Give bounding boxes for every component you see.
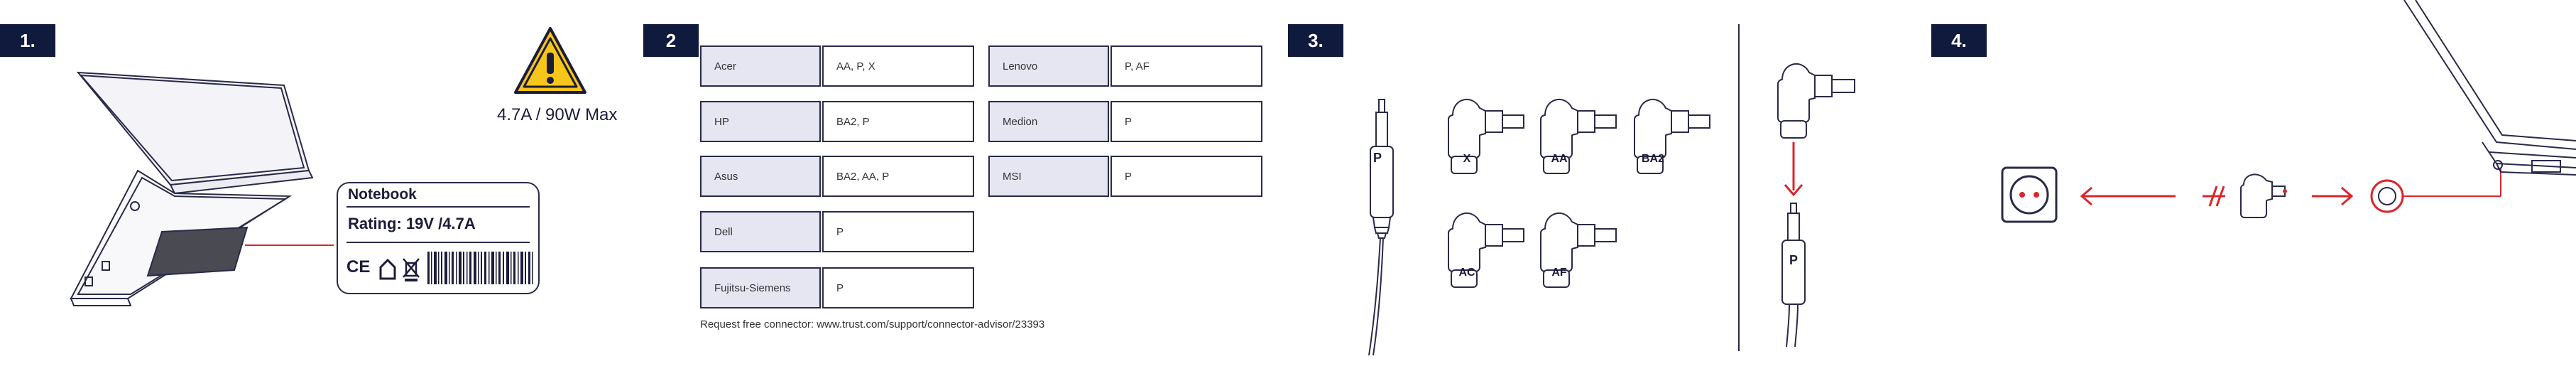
compliance-icons [378, 254, 427, 283]
warning-text: 4.7A / 90W Max [497, 105, 617, 125]
label-title: Notebook [348, 186, 417, 203]
barcode-icon [427, 252, 534, 284]
brands_left-brand-cell: Dell [700, 211, 821, 252]
brands_left-brand-cell: Acer [700, 45, 821, 87]
tip-label-ba2: BA2 [1642, 153, 1664, 166]
tip-label-ac: AC [1458, 267, 1475, 279]
ce-mark: CE [346, 257, 370, 277]
warning-icon [511, 26, 589, 97]
brands_left-tips-cell: P [822, 211, 974, 252]
step-badge-2: 2 [643, 24, 699, 57]
brands_left-brand-cell: Fujitsu-Siemens [700, 267, 821, 308]
attach-tip-label: P [1789, 253, 1798, 268]
brands_right-brand-cell: Lenovo [988, 45, 1109, 87]
cable-tip-label: P [1373, 151, 1382, 166]
connection-diagram [1999, 0, 2576, 376]
tip-label-af: AF [1551, 267, 1566, 279]
brands_left-tips-cell: P [822, 267, 974, 308]
step-badge-1: 1. [0, 24, 55, 57]
brands_left-brand-cell: Asus [700, 156, 821, 197]
brands_left-tips-cell: AA, P, X [822, 45, 974, 87]
rating-label-card: Notebook Rating: 19V /4.7A CE [337, 182, 540, 294]
connector-tip-set [1448, 94, 1747, 293]
brands_left-brand-cell: HP [700, 101, 821, 142]
brands_left-tips-cell: BA2, P [822, 101, 974, 142]
brands_right-tips-cell: P [1110, 156, 1262, 197]
tip-label-aa: AA [1551, 153, 1567, 166]
cable-with-p-tip [1349, 85, 1406, 355]
tip-label-x: X [1463, 153, 1471, 166]
brands_left-tips-cell: BA2, AA, P [822, 156, 974, 197]
brands_right-brand-cell: Medion [988, 101, 1109, 142]
label-rating: Rating: 19V /4.7A [348, 215, 476, 233]
panel-divider [1738, 24, 1740, 351]
step-badge-4: 4. [1931, 24, 1987, 57]
step-badge-3: 3. [1288, 24, 1343, 57]
brands_right-tips-cell: P [1110, 101, 1262, 142]
attach-tip-diagram [1768, 48, 1896, 347]
request-connector-text: Request free connector: www.trust.com/su… [700, 318, 1044, 331]
brands_right-tips-cell: P, AF [1110, 45, 1262, 87]
brands_right-brand-cell: MSI [988, 156, 1109, 197]
